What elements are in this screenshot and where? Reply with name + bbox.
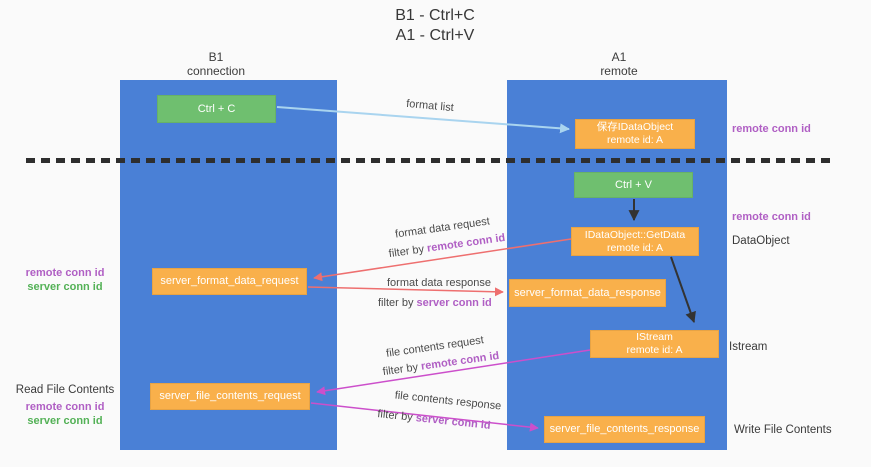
node-server-file-contents-request: server_file_contents_request	[150, 383, 310, 410]
left-label-remote-conn-id-1: remote conn id	[25, 267, 105, 279]
node-istream-line2: remote id: A	[626, 344, 683, 356]
node-ctrl-v-label: Ctrl + V	[615, 178, 652, 191]
lane-header-b1: B1 connection	[156, 50, 276, 78]
node-ctrl-c: Ctrl + C	[157, 95, 276, 123]
node-istream: IStream remote id: A	[590, 330, 719, 358]
right-label-istream: Istream	[729, 341, 768, 353]
node-idataobject-getdata: IDataObject::GetData remote id: A	[571, 227, 699, 256]
left-label-remote-conn-id-2: remote conn id	[25, 401, 105, 413]
label-file-contents-response: file contents response	[394, 389, 502, 413]
node-server-format-data-request: server_format_data_request	[152, 268, 307, 295]
right-label-write-file-contents: Write File Contents	[734, 424, 832, 436]
right-label-remote-conn-id-1: remote conn id	[732, 123, 811, 135]
dashed-divider	[26, 158, 832, 163]
node-save-line2: remote id: A	[606, 134, 664, 146]
filter-by-text: filter by	[376, 408, 414, 424]
node-server-format-data-response: server_format_data_response	[509, 279, 666, 307]
node-getdata-line1: IDataObject::GetData	[584, 228, 686, 241]
title-line-2: A1 - Ctrl+V	[395, 27, 475, 44]
node-ctrl-v: Ctrl + V	[574, 172, 693, 198]
left-label-read-file-contents: Read File Contents	[15, 384, 115, 396]
label-filter-by-server-2: filter by server conn id	[374, 408, 495, 432]
server-conn-id-text: server conn id	[416, 297, 492, 309]
filter-by-text: filter by	[388, 243, 425, 261]
node-file-response-label: server_file_contents_response	[549, 423, 700, 435]
filter-by-text: filter by	[382, 361, 419, 379]
label-format-list: format list	[405, 97, 455, 115]
label-format-data-response: format data response	[387, 277, 491, 289]
node-save-line1: 保存IDataObject	[596, 121, 674, 133]
node-file-request-label: server_file_contents_request	[159, 390, 301, 402]
remote-conn-id-text: remote conn id	[426, 231, 506, 255]
right-label-remote-conn-id-2: remote conn id	[732, 211, 811, 223]
label-filter-by-server-1: filter by server conn id	[378, 297, 492, 309]
lane-header-a1: A1 remote	[559, 50, 679, 78]
filter-by-text: filter by	[378, 297, 414, 309]
node-getdata-line2: remote id: A	[606, 241, 664, 254]
node-save-idataobject: 保存IDataObject remote id: A	[575, 119, 695, 149]
node-istream-line1: IStream	[636, 331, 673, 343]
left-label-server-conn-id-1: server conn id	[27, 281, 103, 293]
right-label-dataobject: DataObject	[732, 235, 790, 247]
left-label-server-conn-id-2: server conn id	[27, 415, 103, 427]
node-format-request-label: server_format_data_request	[160, 275, 299, 287]
lane-a1-name: A1	[611, 50, 627, 64]
node-server-file-contents-response: server_file_contents_response	[544, 416, 705, 443]
node-ctrl-c-label: Ctrl + C	[197, 102, 236, 115]
server-conn-id-text: server conn id	[415, 412, 492, 432]
lane-b1-name: B1	[208, 50, 224, 64]
title-line-1: B1 - Ctrl+C	[395, 7, 475, 24]
lane-a1-subtitle: remote	[600, 64, 638, 78]
diagram-title: B1 - Ctrl+C A1 - Ctrl+V	[340, 6, 530, 46]
node-format-response-label: server_format_data_response	[514, 286, 661, 299]
lane-b1-subtitle: connection	[186, 64, 246, 78]
